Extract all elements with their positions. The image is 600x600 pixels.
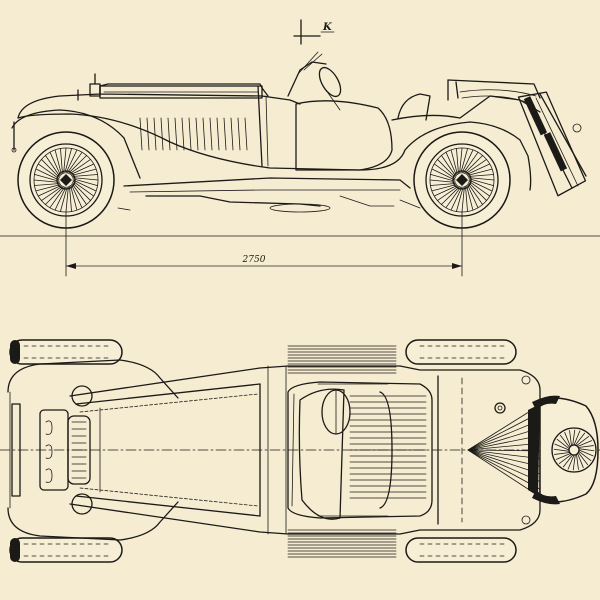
seat-back xyxy=(397,93,431,121)
plan-headlamps xyxy=(9,385,93,515)
plan-front-wheel-top xyxy=(9,339,123,365)
plan-cockpit xyxy=(287,381,433,520)
door xyxy=(295,100,393,171)
bonnet-louvres xyxy=(139,117,248,151)
plan-radiator xyxy=(11,403,91,497)
radiator-cap xyxy=(77,73,101,101)
section-marker-label: K xyxy=(322,22,333,33)
plan-rear-deck xyxy=(437,375,506,525)
wheelbase-dimension: 2750 xyxy=(65,211,463,277)
plan-rear-wheel-bottom xyxy=(405,537,517,563)
plan-tail-lamp xyxy=(521,375,531,385)
tail-luggage xyxy=(517,91,587,197)
front-mudguard xyxy=(11,109,141,179)
plan-tail-lamp-2 xyxy=(521,515,531,525)
plan-scuttle-louvres xyxy=(287,345,397,558)
bonnet xyxy=(99,85,269,167)
wheelbase-label: 2750 xyxy=(242,255,266,265)
side-elevation: K xyxy=(0,19,600,237)
plan-rear-wheel-top xyxy=(405,339,517,365)
rear-body xyxy=(391,95,541,121)
plan-bonnet xyxy=(75,383,261,517)
plan-front-mudguard-top xyxy=(7,359,179,399)
front-wheel xyxy=(17,131,115,229)
steering-wheel xyxy=(318,66,342,111)
plan-view xyxy=(0,339,600,563)
plan-spare-wheel-disc xyxy=(528,395,599,505)
plan-front-wheel-bottom xyxy=(9,537,123,563)
headlamp xyxy=(11,121,17,153)
plan-front-mudguard-bottom xyxy=(7,501,179,541)
section-marker: K xyxy=(293,19,335,45)
windscreen xyxy=(287,51,327,97)
chassis-underside xyxy=(117,177,421,213)
